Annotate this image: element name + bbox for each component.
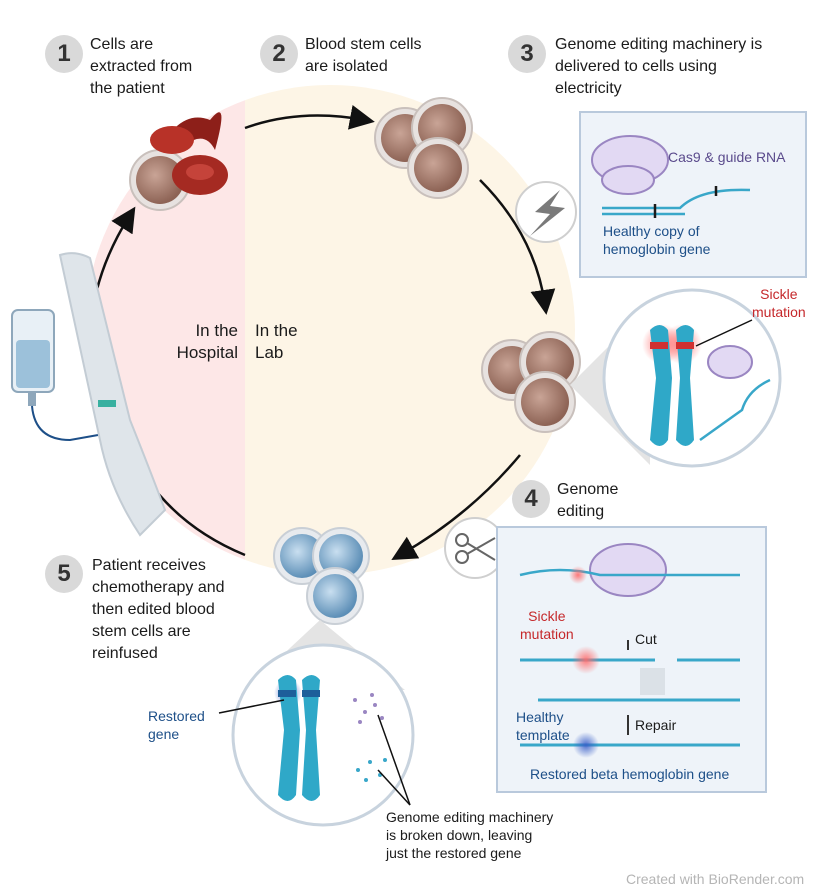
- sickle-mutation-label-top: Sickle mutation: [752, 286, 806, 320]
- region-lab-label: In the Lab: [255, 321, 298, 362]
- step-2-badge: 2: [260, 35, 298, 73]
- arrow-3-to-4: [391, 454, 521, 560]
- chromosome-icon: [650, 325, 694, 446]
- region-hospital-label: In the Hospital: [176, 321, 238, 362]
- iv-bag-icon: [11, 309, 116, 442]
- cut-label: Cut: [635, 631, 657, 647]
- dna-icon: [602, 186, 751, 218]
- step-1-text: Cells are extracted from the patient: [90, 36, 193, 97]
- arrow-1-to-2: [244, 104, 375, 130]
- healthy-template-label: Healthy template: [516, 709, 570, 743]
- healthy-gene-label: Healthy copy of hemoglobin gene: [603, 223, 711, 257]
- lightning-icon: [515, 181, 577, 243]
- cell-cluster-isolated: [374, 97, 473, 199]
- cas9-protein-icon: [591, 135, 669, 195]
- arm-icon: [58, 252, 167, 537]
- step-5-badge: 5: [45, 555, 83, 593]
- red-blood-cell-icon: [150, 112, 228, 195]
- step-3-text: Genome editing machinery is delivered to…: [555, 36, 763, 97]
- cell-cluster-reinfused: [273, 527, 370, 625]
- step-5-text: Patient receives chemotherapy and then e…: [92, 557, 225, 662]
- cas9-label: Cas9 & guide RNA: [668, 149, 786, 165]
- restored-gene-label: Restored gene: [148, 708, 205, 742]
- repair-label: Repair: [635, 717, 677, 733]
- step-1-badge: 1: [45, 35, 83, 73]
- step-2-text: Blood stem cells are isolated: [305, 36, 422, 75]
- zoom-circle-bottom: [218, 643, 415, 827]
- restored-beta-gene-label: Restored beta hemoglobin gene: [530, 766, 730, 782]
- step-3-badge: 3: [508, 35, 546, 73]
- breakdown-label: Genome editing machinery is broken down,…: [386, 809, 554, 861]
- step-4-text: Genome editing: [557, 481, 619, 520]
- zoom-circle-top: [602, 288, 782, 468]
- sickle-mutation-label-panel: Sickle mutation: [520, 608, 574, 642]
- credit-text: Created with BioRender.com: [626, 871, 805, 887]
- scissors-icon: [444, 517, 506, 579]
- editing-panel-graphics: [519, 543, 740, 758]
- step-4-badge: 4: [512, 480, 550, 518]
- cell-cluster-edited-delivery: [481, 331, 581, 433]
- arrow-2-to-3: [479, 179, 556, 315]
